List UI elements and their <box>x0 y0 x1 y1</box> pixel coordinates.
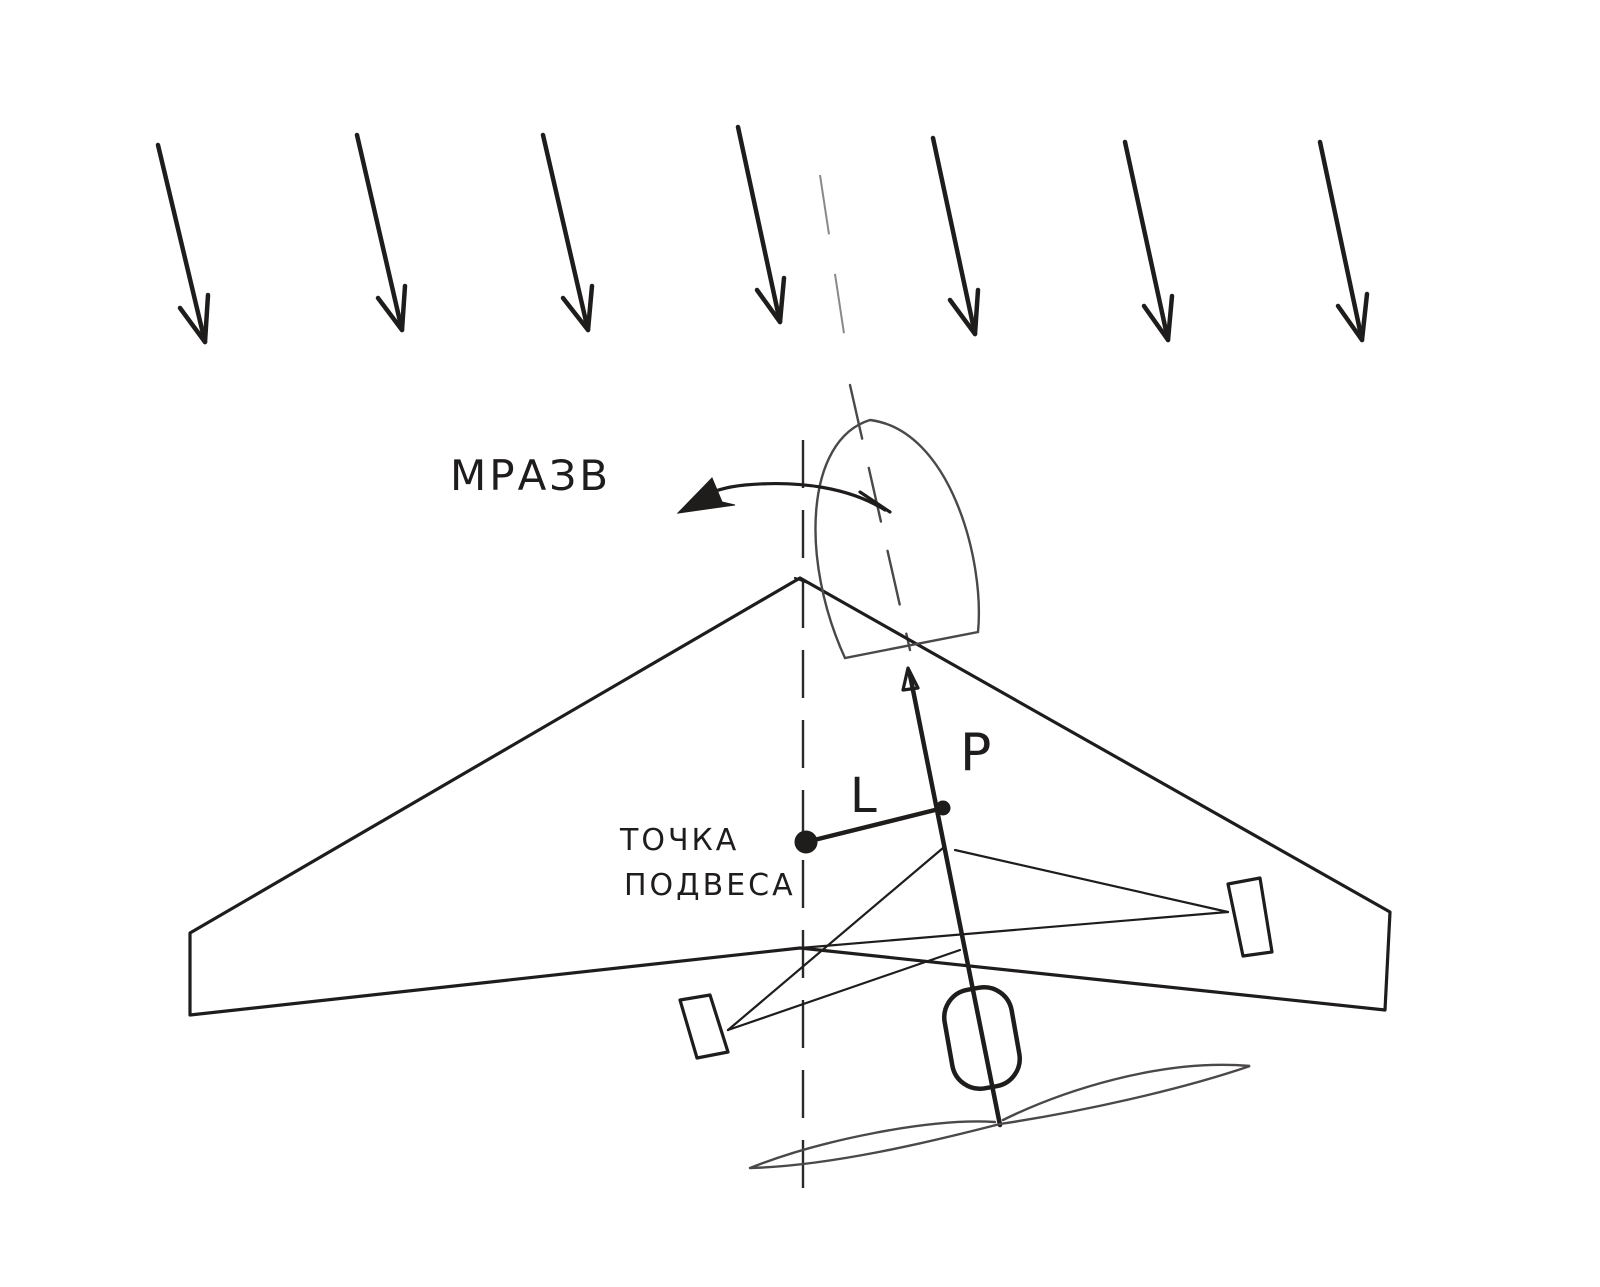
aircraft-centerline <box>848 383 912 652</box>
flying-wing <box>188 576 1392 1017</box>
suspension-point-label-line2: ПОДВЕСА <box>624 868 796 903</box>
wind-arrow-icon <box>354 132 408 333</box>
left-rudder <box>678 993 730 1060</box>
wind-arrow-icon <box>540 132 595 333</box>
propeller <box>748 1063 1251 1170</box>
motor <box>942 985 1022 1091</box>
unfolding-moment-arrow <box>676 477 892 514</box>
wind-arrow-icon <box>1317 139 1370 343</box>
wind-arrow-icon <box>1122 139 1175 343</box>
wind-arrow-icon <box>735 124 787 325</box>
vertical-fin <box>814 418 980 660</box>
thrust-vector <box>901 666 1003 1128</box>
wind-arrow-icon <box>930 135 981 337</box>
thrust-label: P <box>960 723 994 783</box>
suspension-point-dot <box>794 830 818 854</box>
suspension-point-label-line1: ТОЧКА <box>619 823 739 858</box>
bracing-lines <box>726 846 1230 1032</box>
aircraft-centerline-upper <box>819 174 846 341</box>
lever-length-label: L <box>850 768 880 824</box>
wind-arrows <box>155 124 1370 345</box>
lever-arm <box>794 800 951 854</box>
right-rudder <box>1226 876 1274 958</box>
thrust-point-dot <box>935 800 951 816</box>
wind-arrow-icon <box>155 142 211 345</box>
moment-label: MРАЗВ <box>450 451 611 500</box>
